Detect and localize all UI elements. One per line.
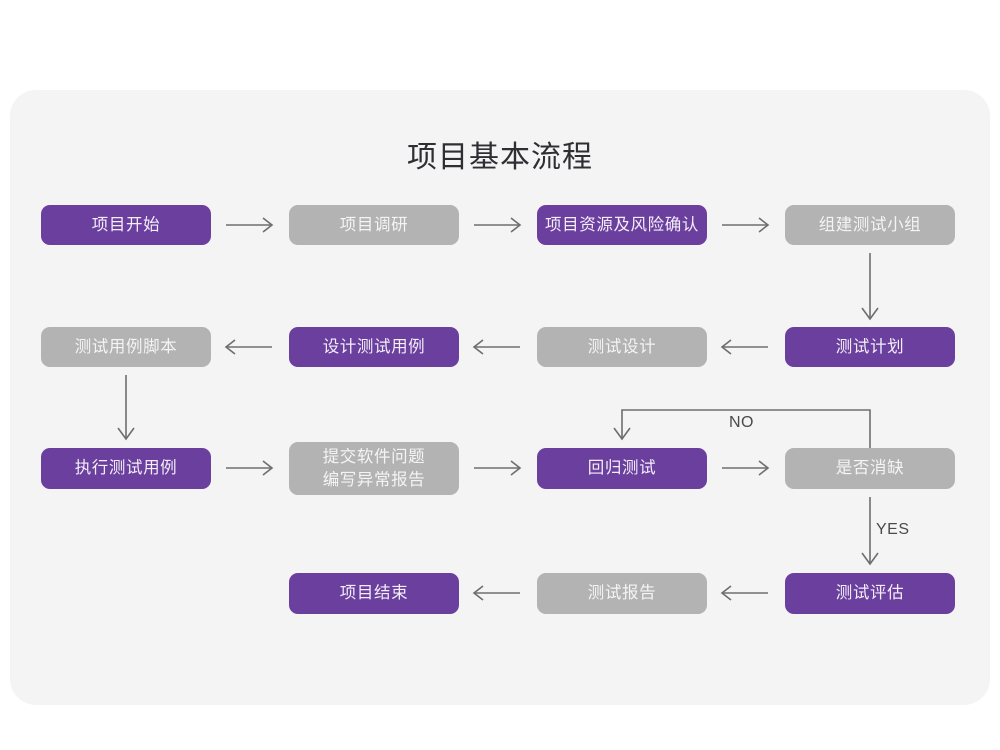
- node-resource-risk-confirm[interactable]: 项目资源及风险确认: [537, 205, 707, 245]
- edge-label-yes: YES: [876, 521, 910, 538]
- node-project-start[interactable]: 项目开始: [41, 205, 211, 245]
- node-build-test-team[interactable]: 组建测试小组: [785, 205, 955, 245]
- edge-label-no: NO: [729, 414, 754, 431]
- node-test-case-script[interactable]: 测试用例脚本: [41, 327, 211, 367]
- node-execute-test-cases[interactable]: 执行测试用例: [41, 448, 211, 489]
- node-project-end[interactable]: 项目结束: [289, 573, 459, 614]
- node-submit-issues-report[interactable]: 提交软件问题 编写异常报告: [289, 442, 459, 495]
- node-design-test-cases[interactable]: 设计测试用例: [289, 327, 459, 367]
- node-test-design[interactable]: 测试设计: [537, 327, 707, 367]
- node-defect-cleared-check[interactable]: 是否消缺: [785, 448, 955, 489]
- node-test-evaluation[interactable]: 测试评估: [785, 573, 955, 614]
- node-project-research[interactable]: 项目调研: [289, 205, 459, 245]
- node-test-plan[interactable]: 测试计划: [785, 327, 955, 367]
- node-regression-test[interactable]: 回归测试: [537, 448, 707, 489]
- node-test-report[interactable]: 测试报告: [537, 573, 707, 614]
- page-title: 项目基本流程: [407, 141, 593, 174]
